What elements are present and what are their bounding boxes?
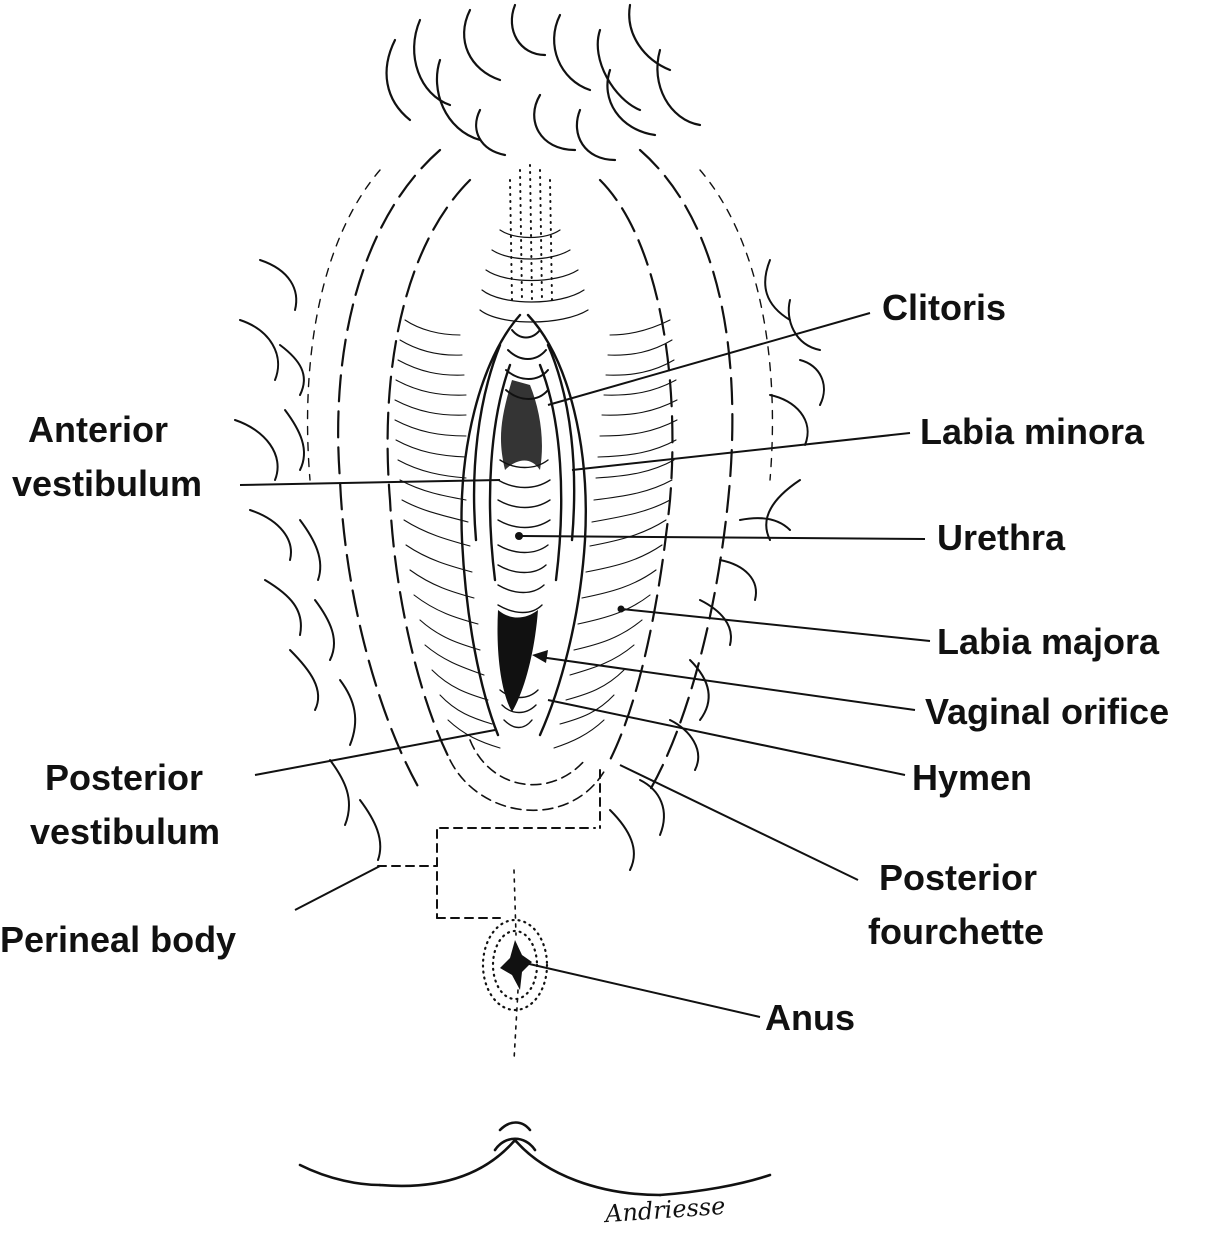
label-labia-minora: Labia minora — [920, 411, 1145, 452]
leader-anterior-vestibulum — [239, 479, 501, 486]
labia-majora-dot — [617, 605, 625, 613]
urethra-dot — [515, 532, 523, 540]
vaginal-orifice-arrow — [532, 650, 548, 663]
shading-left — [394, 319, 501, 749]
label-perineal-body: Perineal body — [0, 919, 237, 960]
label-clitoris: Clitoris — [882, 287, 1007, 328]
side-hair-right — [609, 259, 825, 871]
side-hair-left — [234, 259, 382, 861]
leader-posterior-fourchette — [619, 764, 859, 881]
labia-minora-outline — [460, 313, 587, 737]
label-anterior-vestibulum-line2: vestibulum — [12, 463, 203, 504]
mons-stipple — [509, 164, 553, 301]
outer-contour — [337, 148, 734, 792]
label-vaginal-orifice: Vaginal orifice — [925, 691, 1170, 732]
leader-labia-majora — [621, 608, 931, 642]
label-posterior-vestibulum-line1: Posterior — [45, 757, 204, 798]
leader-lines — [239, 312, 931, 1018]
leader-posterior-vestibulum — [254, 729, 496, 776]
posterior-commissure — [449, 739, 606, 812]
perineal-body-outline — [377, 769, 601, 919]
outer-contour-fine — [306, 169, 774, 481]
leader-urethra — [521, 535, 926, 540]
buttocks — [298, 1121, 772, 1197]
leader-perineal-body — [294, 865, 381, 911]
label-urethra: Urethra — [937, 517, 1066, 558]
label-posterior-fourchette-line1: Posterior — [879, 857, 1038, 898]
vaginal-opening — [497, 610, 538, 712]
mons-lines — [479, 229, 589, 323]
pubic-hair — [385, 3, 702, 162]
label-hymen: Hymen — [912, 757, 1033, 798]
label-posterior-fourchette-line2: fourchette — [868, 911, 1045, 952]
anus-mark — [500, 940, 532, 990]
vestibule-dark — [500, 380, 542, 470]
leader-clitoris — [547, 312, 871, 406]
leader-vaginal-orifice — [539, 656, 916, 711]
leader-labia-minora — [571, 432, 911, 471]
leader-hymen — [547, 699, 906, 776]
label-anus: Anus — [765, 997, 855, 1038]
label-labia-majora: Labia majora — [937, 621, 1160, 662]
label-posterior-vestibulum-line2: vestibulum — [30, 811, 221, 852]
leader-anus — [524, 962, 761, 1018]
label-anterior-vestibulum-line1: Anterior — [28, 409, 169, 450]
perineal-raphe — [513, 869, 519, 1061]
